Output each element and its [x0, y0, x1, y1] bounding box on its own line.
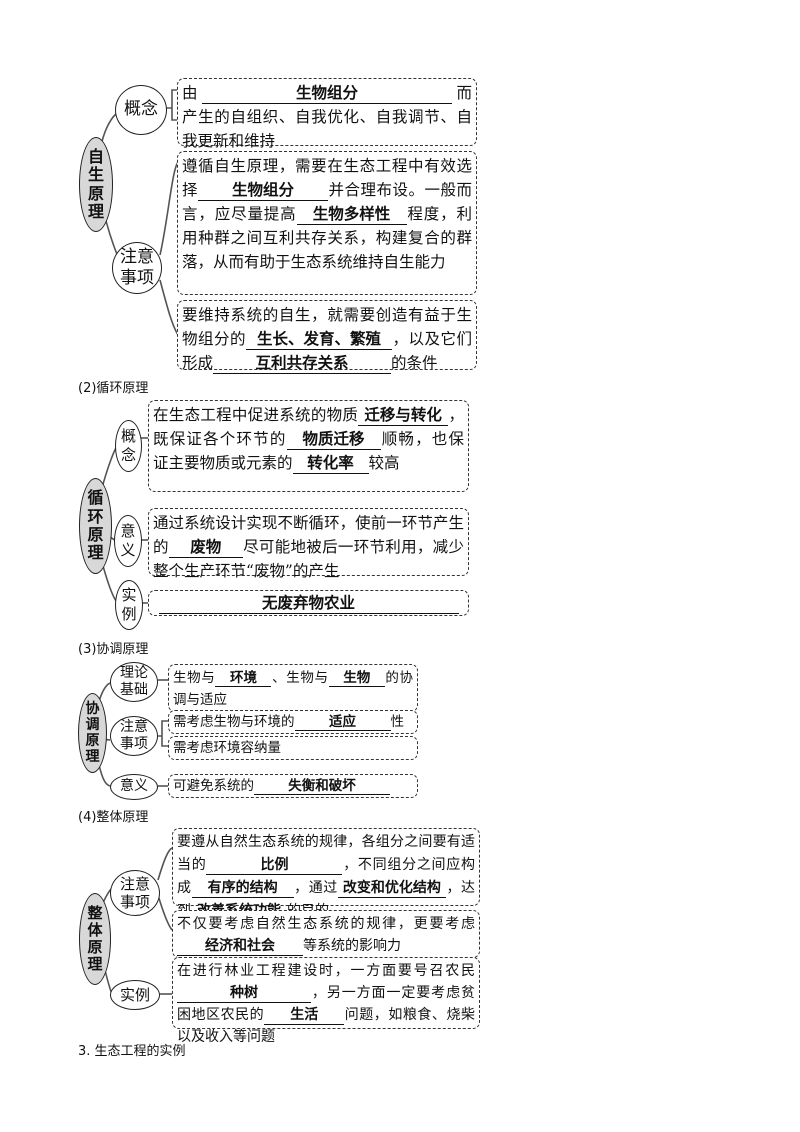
answer-blank: 适应 — [294, 714, 391, 732]
s3-notes-box-2: 需考虑环境容纳量 — [168, 736, 418, 760]
s2-main-node: 循 环 原 理 — [79, 478, 112, 574]
s4-main-node: 整 体 原 理 — [79, 893, 111, 985]
answer-blank: 生活 — [264, 1007, 345, 1025]
s1-notes-line: 注意 — [120, 246, 154, 267]
s1-notes-box-2: 要维持系统的自生，就需要创造有益于生物组分的生长、发育、繁殖，以及它们形成互利共… — [177, 300, 477, 374]
s4-notes-box-1: 要遵从自然生态系统的规律，各组分之间要有适当的比例，不同组分之间应构成有序的结构… — [172, 828, 480, 921]
answer-blank: 无废弃物农业 — [158, 594, 459, 614]
answer-blank: 物质迁移 — [286, 430, 381, 450]
s2-example-node: 实 例 — [115, 580, 143, 630]
s1-main-char: 理 — [87, 201, 104, 221]
answer-blank: 生物多样性 — [296, 205, 407, 225]
s4-notes-box-2: 不仅要考虑自然生态系统的规律，更要考虑经济和社会等系统的影响力 — [172, 910, 480, 958]
s3-heading: (3)协调原理 — [78, 642, 149, 657]
s1-notes-box-1: 遵循自生原理，需要在生态工程中有效选择生物组分并合理布设。一般而言，应尽量提高生… — [177, 151, 477, 295]
answer-blank: 改变和优化结构 — [337, 880, 446, 898]
answer-blank: 有序的结构 — [191, 880, 294, 898]
answer-blank: 互利共存关系 — [213, 354, 392, 374]
answer-blank: 生长、发育、繁殖 — [246, 330, 392, 350]
s2-main-char: 理 — [87, 543, 104, 563]
answer-blank: 失衡和破坏 — [254, 778, 390, 796]
s1-main-node: 自 生 原 理 — [79, 137, 113, 232]
s2-main-char: 循 — [87, 488, 104, 508]
s4-notes-node: 注意 事项 — [110, 870, 160, 916]
answer-blank: 转化率 — [292, 454, 369, 474]
s3-meaning-box: 可避免系统的失衡和破坏 — [168, 774, 418, 798]
s1-concept-node: 概念 — [115, 85, 167, 135]
s2-heading: (2)循环原理 — [78, 381, 149, 396]
s1-concept-label: 概念 — [124, 99, 158, 120]
s4-example-node: 实例 — [110, 980, 160, 1010]
s2-main-char: 原 — [87, 525, 104, 544]
s2-concept-node: 概 念 — [115, 420, 142, 472]
answer-blank: 废物 — [168, 538, 243, 558]
s3-theory-node: 理论 基础 — [110, 662, 158, 702]
answer-blank: 生物组分 — [202, 84, 452, 104]
s1-main-char: 原 — [87, 183, 104, 203]
s1-main-char: 自 — [87, 146, 104, 166]
s1-notes-node: 注意 事项 — [112, 242, 162, 294]
answer-blank: 经济和社会 — [177, 938, 303, 956]
s4-heading: (4)整体原理 — [78, 810, 149, 825]
s3-main-node: 协 调 原 理 — [78, 693, 107, 773]
answer-blank: 迁移与转化 — [358, 406, 449, 426]
s3-meaning-node: 意义 — [110, 774, 158, 800]
s2-main-char: 环 — [87, 506, 104, 526]
answer-blank: 环境 — [215, 670, 272, 688]
s2-example-box: 无废弃物农业 — [148, 590, 469, 616]
s2-meaning-box: 通过系统设计实现不断循环，使前一环节产生的废物尽可能地被后一环节利用，减少整个生… — [148, 508, 469, 580]
s4-example-box: 在进行林业工程建设时，一方面要号召农民种树，另一方面一定要考虑贫困地区农民的生活… — [172, 957, 480, 1045]
s2-meaning-node: 意 义 — [114, 515, 142, 567]
s3-notes-node: 注意 事项 — [110, 716, 158, 756]
answer-blank: 比例 — [206, 857, 343, 875]
answer-blank: 种树 — [177, 985, 311, 1003]
s3-notes-box-1: 需考虑生物与环境的适应性 — [168, 710, 418, 734]
answer-blank: 生物组分 — [198, 181, 328, 201]
s2-concept-box: 在生态工程中促进系统的物质迁移与转化，既保证各个环节的物质迁移顺畅，也保证主要物… — [148, 400, 469, 492]
s1-notes-line: 事项 — [120, 268, 154, 288]
footer-heading: 3. 生态工程的实例 — [78, 1044, 186, 1059]
s1-concept-box: 由生物组分而产生的自组织、自我优化、自我调节、自我更新和维持 — [177, 78, 477, 150]
answer-blank: 生物 — [328, 670, 385, 688]
s3-theory-box: 生物与环境、生物与生物的协调与适应 — [168, 664, 418, 712]
s1-main-char: 生 — [87, 165, 104, 185]
